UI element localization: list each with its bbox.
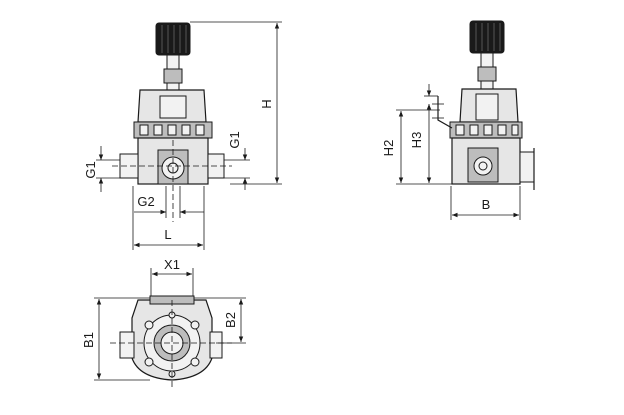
flange-bolts [139, 124, 205, 136]
side-view: H2 H3 B [381, 20, 535, 220]
side-knob [469, 20, 505, 54]
adjustment-knob [155, 22, 191, 56]
knob-grip-lines [161, 25, 187, 53]
front-view: H G1 G1 G2 L [83, 21, 282, 250]
dim-H: H [259, 99, 274, 108]
dim-G1-left: G1 [83, 161, 98, 178]
dim-G1-right: G1 [227, 131, 242, 148]
bottom-left-port [119, 331, 135, 359]
dim-G2: G2 [137, 194, 154, 209]
dim-L: L [164, 227, 171, 242]
side-stem [480, 52, 494, 68]
left-port [119, 153, 139, 179]
adjustment-stem [166, 54, 180, 70]
dim-H3: H3 [409, 132, 424, 149]
dim-B2: B2 [223, 312, 238, 328]
bonnet-boss [159, 95, 187, 119]
dim-B1: B1 [81, 332, 96, 348]
bottom-view: X1 B1 B2 [81, 257, 246, 390]
stem-collar [166, 82, 180, 91]
side-gauge-port [519, 151, 535, 183]
dim-X1: X1 [164, 257, 180, 272]
side-lock-nut [477, 66, 497, 82]
lock-nut [163, 68, 183, 84]
dim-B: B [482, 197, 491, 212]
dim-H2: H2 [381, 140, 396, 157]
bottom-right-port [209, 331, 223, 359]
